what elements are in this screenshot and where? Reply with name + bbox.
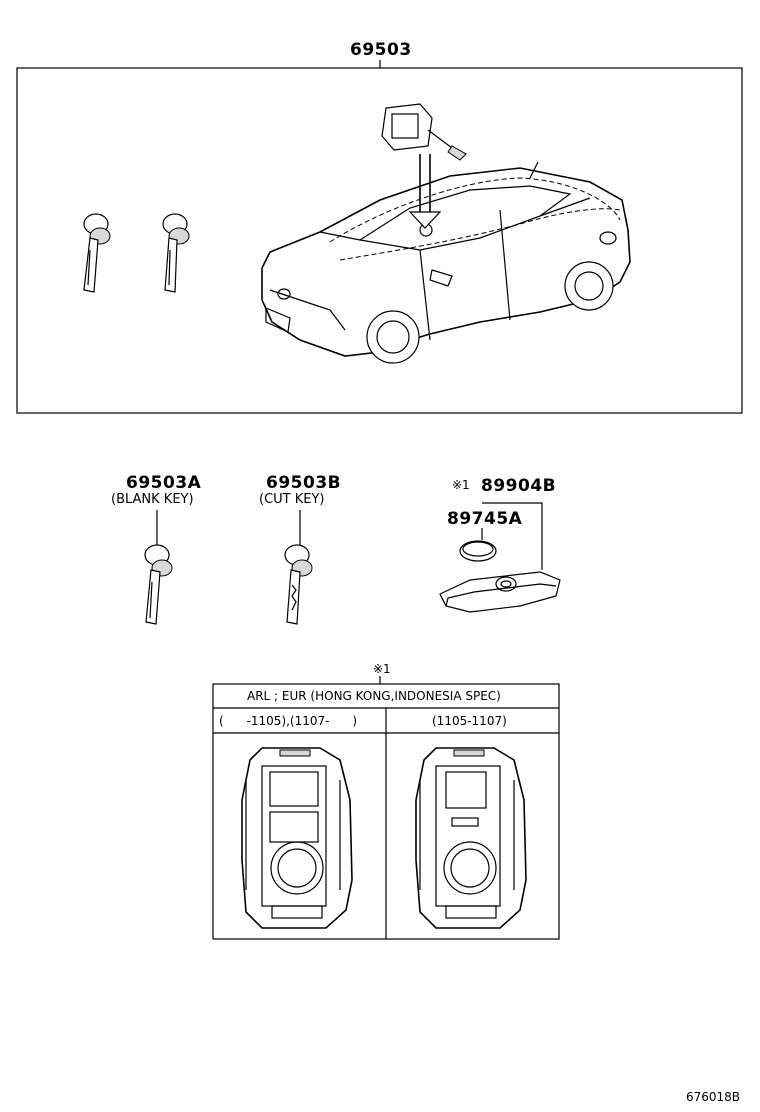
remote-interior-view-right <box>415 747 527 929</box>
main-part-number: 69503 <box>350 40 412 60</box>
key-icon <box>83 213 111 293</box>
main-assembly-frame <box>16 67 743 414</box>
blank-key-description: (BLANK KEY) <box>111 492 194 507</box>
remote-reference-mark: ※1 <box>452 478 470 492</box>
cut-key-icon <box>284 544 313 625</box>
battery-part-number: 89745A <box>447 509 523 529</box>
footnote-mark: ※1 <box>373 662 391 676</box>
cut-key-description: (CUT KEY) <box>259 492 325 507</box>
key-icon <box>162 213 190 293</box>
cut-key-part-number: 69503B <box>266 473 342 493</box>
spec-table-column-2: (1105-1107) <box>432 714 507 728</box>
smart-key-remote-icon <box>439 571 561 613</box>
blank-key-icon <box>144 544 173 625</box>
vehicle-illustration <box>261 161 631 364</box>
remote-interior-view-left <box>241 747 353 929</box>
spec-table-column-1: ( -1105),(1107- ) <box>219 714 358 728</box>
battery-icon <box>459 540 497 562</box>
remote-leader <box>482 502 543 570</box>
blank-key-part-number: 69503A <box>126 473 202 493</box>
spec-table-header: ARL ; EUR (HONG KONG,INDONESIA SPEC) <box>247 689 501 703</box>
remote-part-number: 89904B <box>481 476 557 496</box>
immobilizer-module-illustration <box>381 103 467 229</box>
diagram-code: 676018B <box>686 1090 741 1104</box>
